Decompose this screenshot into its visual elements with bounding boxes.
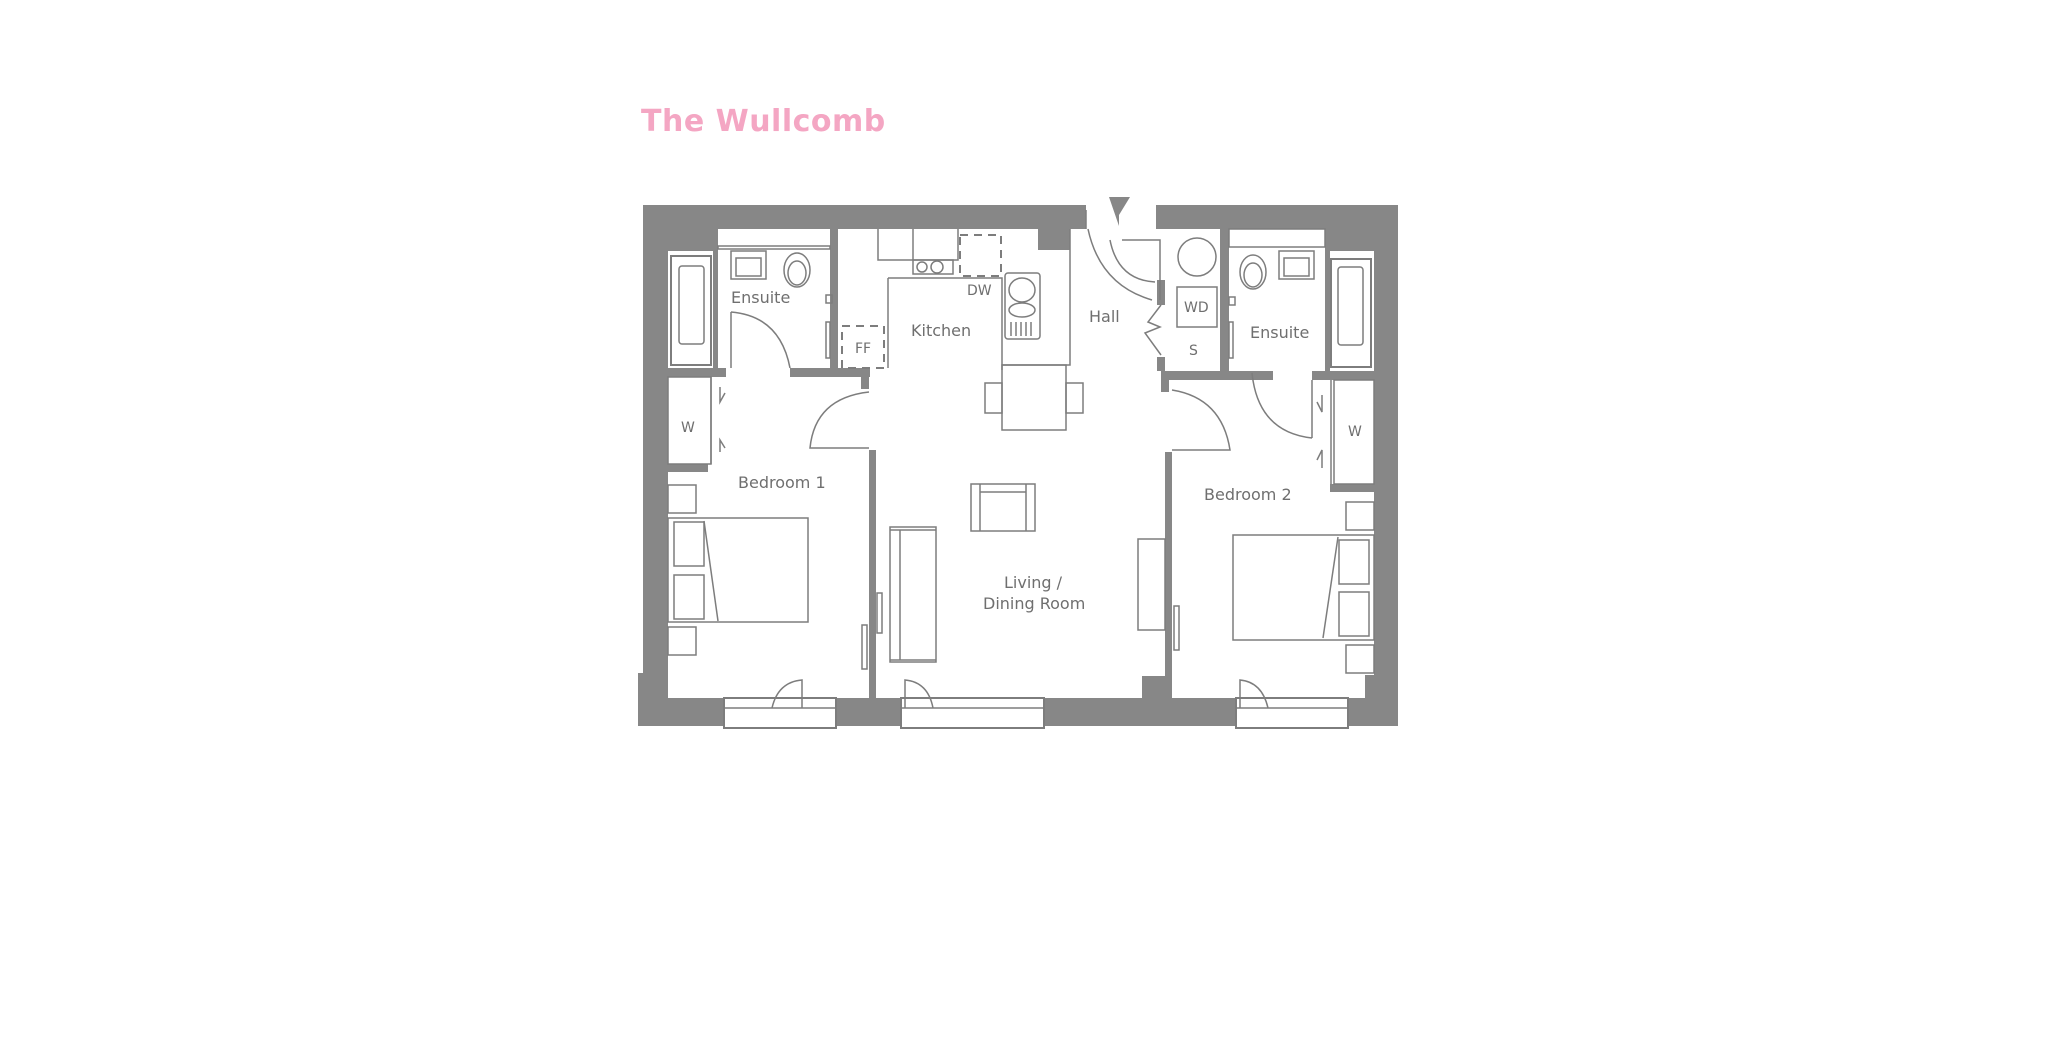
bar-stool-right — [1065, 382, 1084, 414]
washer-dryer — [1176, 286, 1218, 328]
wardrobe-sliding-doors-left — [719, 387, 726, 452]
pillow-1a — [673, 521, 705, 567]
window-living — [900, 697, 1045, 729]
label-wd: WD — [1184, 300, 1209, 316]
living-dining: Living / Dining Room — [889, 483, 1166, 729]
development-title: The Wullcomb — [641, 104, 886, 139]
label-ff: FF — [855, 341, 871, 357]
room-label-kitchen: Kitchen — [911, 321, 971, 340]
bedside-table-2a — [1345, 501, 1375, 531]
room-label-hall: Hall — [1089, 307, 1120, 326]
toilet-left — [783, 252, 811, 288]
pillow-2a — [1338, 539, 1370, 585]
room-label-ensuite-right: Ensuite — [1250, 323, 1309, 342]
dishwasher — [959, 234, 1002, 277]
room-label-ensuite-left: Ensuite — [731, 288, 790, 307]
bathtub-right — [1330, 258, 1372, 368]
window-opener-bedroom-1 — [771, 679, 803, 709]
armchair — [970, 483, 1036, 532]
outer-walls — [638, 205, 1398, 726]
label-wardrobe-left: W — [681, 420, 695, 436]
window-bedroom-2 — [1235, 697, 1349, 729]
bifold-door-storage — [1143, 304, 1162, 356]
bedroom-2: W Bedroom 2 — [1171, 379, 1375, 729]
hob — [912, 259, 954, 275]
window-bedroom-1 — [723, 697, 837, 729]
bedroom-1: W Bedroom 1 — [667, 376, 883, 729]
basin-right — [1278, 250, 1315, 280]
window-opener-living — [904, 679, 934, 709]
interior-walls — [668, 229, 1374, 698]
left-ensuite: Ensuite — [670, 245, 833, 369]
kitchen: FF DW Kitchen — [841, 229, 1084, 431]
door-right-ensuite — [1251, 372, 1313, 439]
pillow-2b — [1338, 591, 1370, 637]
bedside-table-1b — [667, 626, 697, 656]
room-label-bedroom-2: Bedroom 2 — [1204, 485, 1292, 504]
room-label-living-2: Dining Room — [983, 594, 1085, 613]
entrance-door-swing — [1087, 228, 1153, 301]
right-ensuite: Ensuite — [1228, 228, 1372, 439]
hall: Hall — [1085, 197, 1162, 356]
kitchen-island — [1001, 364, 1067, 431]
wardrobe-right — [1333, 379, 1375, 485]
door-bedroom-2 — [1171, 389, 1231, 451]
fridge-freezer — [841, 325, 885, 369]
toilet-right — [1239, 254, 1267, 290]
wardrobe-sliding-doors-right — [1316, 395, 1323, 468]
window-opener-bedroom-2 — [1239, 679, 1269, 709]
bedside-table-1a — [667, 484, 697, 514]
cupboard-door-swing — [1109, 239, 1161, 300]
pillow-1b — [673, 574, 705, 620]
double-bed-2 — [1232, 534, 1375, 641]
door-left-ensuite — [730, 311, 791, 369]
room-label-bedroom-1: Bedroom 1 — [738, 473, 826, 492]
entrance-arrow-icon — [1109, 197, 1130, 226]
basin-left — [730, 250, 767, 280]
bathtub-inner-left — [678, 265, 705, 345]
label-dw: DW — [967, 283, 992, 299]
bathtub-left — [670, 255, 712, 366]
storage-cupboard: WD S — [1176, 237, 1218, 359]
boiler-cylinder — [1177, 237, 1217, 277]
bedside-table-2b — [1345, 644, 1375, 674]
double-bed-1 — [667, 517, 809, 623]
room-label-living-1: Living / — [1004, 573, 1063, 592]
label-storage: S — [1189, 343, 1198, 359]
tv-unit — [1137, 538, 1166, 631]
bar-stool-left — [984, 382, 1003, 414]
sofa — [889, 526, 937, 663]
radiator-left-ensuite — [825, 321, 831, 359]
label-wardrobe-right: W — [1348, 424, 1362, 440]
sink — [1004, 272, 1041, 340]
radiator-right-ensuite — [1228, 321, 1234, 359]
door-bedroom-1 — [809, 391, 870, 449]
